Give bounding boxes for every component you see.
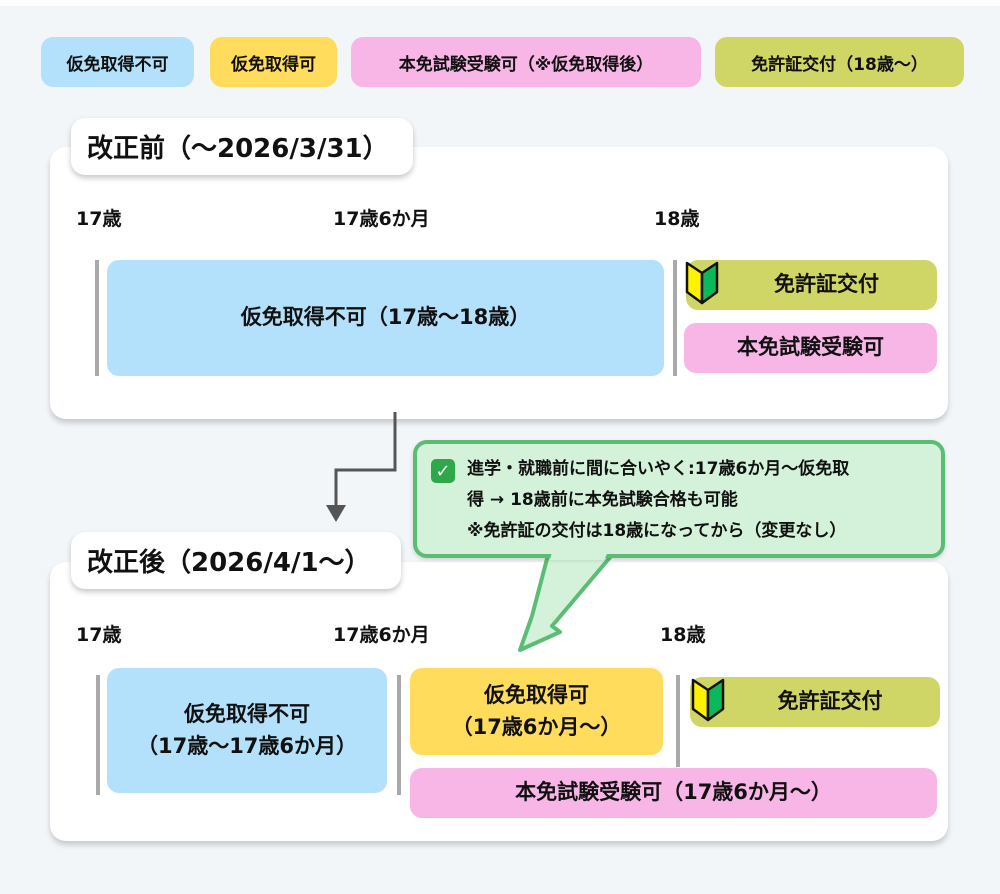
- after-bar-exam: 本免試験受験可（17歳6か月〜）: [410, 768, 937, 818]
- bar-label: 仮免取得不可（17歳〜18歳）: [240, 305, 531, 330]
- after-tick-18: [676, 675, 680, 767]
- before-title: 改正前（〜2026/3/31）: [71, 118, 413, 175]
- before-tick-17: [95, 260, 99, 376]
- before-bar-exam: 本免試験受験可: [684, 323, 937, 373]
- bar-label: （17歳〜17歳6か月）: [136, 733, 358, 758]
- legend-label: 本免試験受験可（※仮免取得後）: [398, 54, 654, 75]
- callout-box: ✓ 進学・就職前に間に合いやく:17歳6か月〜仮免取 得 → 18歳前に本免試験…: [413, 440, 945, 558]
- before-title-text: 改正前（〜2026/3/31）: [87, 134, 389, 164]
- legend-license: 免許証交付（18歳〜）: [715, 37, 964, 87]
- after-tick-17: [96, 675, 100, 795]
- bar-label: （17歳6か月〜）: [451, 714, 622, 739]
- after-age-18: 18歳: [660, 624, 706, 646]
- after-tick-17-6: [397, 675, 401, 795]
- connector-arrow-head: [326, 505, 346, 522]
- legend-label: 免許証交付（18歳〜）: [751, 54, 928, 75]
- legend-no-permit: 仮免取得不可: [41, 37, 194, 87]
- legend-label: 仮免取得可: [231, 54, 316, 75]
- legend-exam: 本免試験受験可（※仮免取得後）: [351, 37, 701, 87]
- callout-line: 進学・就職前に間に合いやく:17歳6か月〜仮免取: [467, 459, 850, 479]
- pointer-join-fill: [550, 552, 608, 560]
- bar-label: 仮免取得不可: [184, 702, 310, 726]
- before-age-18: 18歳: [654, 208, 700, 230]
- before-age-17: 17歳: [76, 208, 122, 230]
- after-bar-license: 免許証交付: [690, 677, 940, 727]
- callout-line: 得 → 18歳前に本免試験合格も可能: [467, 490, 738, 510]
- after-age-17-6: 17歳6か月: [333, 624, 430, 646]
- bar-label: 本免試験受験可: [737, 335, 884, 360]
- after-title-text: 改正後（2026/4/1〜）: [87, 548, 371, 578]
- after-age-17: 17歳: [76, 624, 122, 646]
- bar-label: 免許証交付: [774, 272, 879, 297]
- after-bar-no-permit: 仮免取得不可 （17歳〜17歳6か月）: [107, 668, 387, 793]
- top-strip: [0, 0, 1000, 6]
- after-title: 改正後（2026/4/1〜）: [71, 532, 401, 589]
- bar-label: 本免試験受験可（17歳6か月〜）: [515, 780, 832, 805]
- beginner-mark-icon: [691, 678, 725, 722]
- callout-text: 進学・就職前に間に合いやく:17歳6か月〜仮免取 得 → 18歳前に本免試験合格…: [467, 454, 849, 547]
- legend-label: 仮免取得不可: [66, 54, 169, 75]
- bar-label: 免許証交付: [777, 689, 883, 714]
- before-bar-no-permit: 仮免取得不可（17歳〜18歳）: [107, 260, 664, 376]
- connector-arrow-line: [334, 412, 397, 508]
- before-tick-18: [673, 260, 677, 376]
- beginner-mark-icon: [685, 261, 719, 305]
- before-bar-license: 免許証交付: [686, 260, 937, 310]
- check-mark-icon: ✓: [431, 459, 455, 483]
- legend-permit: 仮免取得可: [210, 37, 337, 87]
- after-bar-permit: 仮免取得可 （17歳6か月〜）: [410, 668, 663, 755]
- before-age-17-6: 17歳6か月: [333, 208, 430, 230]
- bar-label: 仮免取得可: [484, 683, 589, 707]
- callout-line: ※免許証の交付は18歳になってから（変更なし）: [467, 521, 847, 541]
